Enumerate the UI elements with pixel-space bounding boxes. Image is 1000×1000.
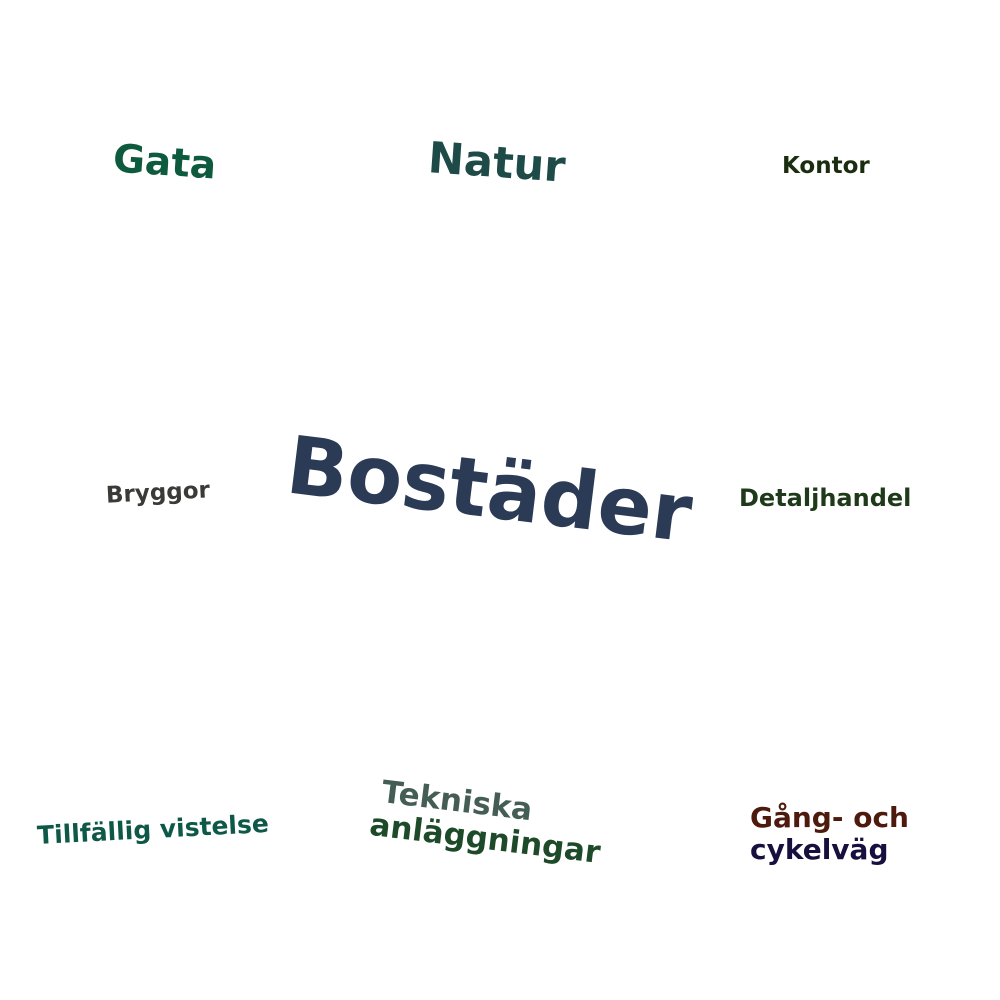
word-bostader: Bostäder (281, 418, 697, 561)
word-gang-line1: Gång- och (750, 801, 909, 834)
word-bryggor: Bryggor (105, 477, 211, 509)
word-tillfallig-vistelse: Tillfällig vistelse (36, 808, 270, 851)
word-natur: Natur (426, 133, 568, 193)
word-kontor: Kontor (782, 153, 870, 179)
word-tekniska-anlaggningar: Tekniska anläggningar (368, 774, 607, 871)
word-gang-och-cykelvag: Gång- och cykelväg (750, 801, 909, 867)
word-gang-line2: cykelväg (750, 833, 889, 867)
word-gata: Gata (111, 136, 218, 189)
word-detaljhandel: Detaljhandel (739, 484, 912, 512)
